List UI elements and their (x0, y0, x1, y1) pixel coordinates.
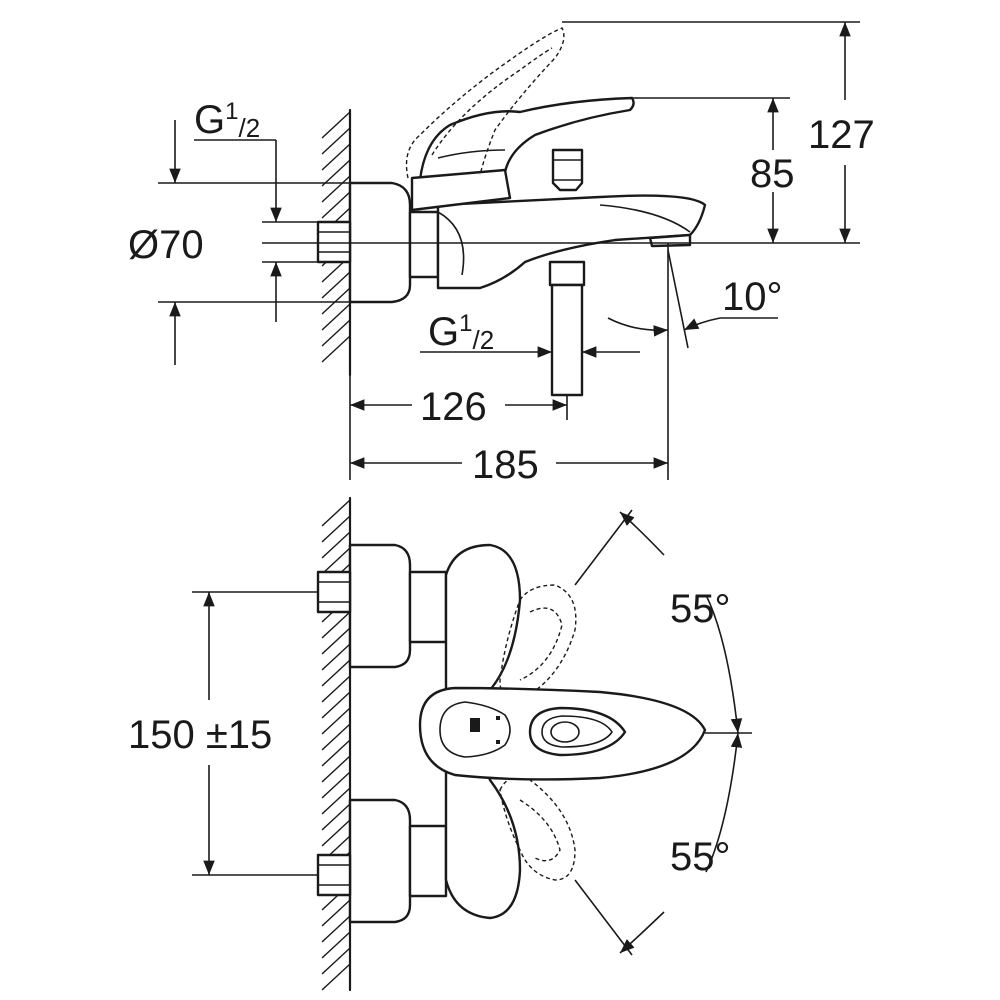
diameter-label: Ø70 (128, 223, 204, 267)
hatch-line (321, 739, 351, 767)
hatch-line (321, 675, 351, 703)
hatch-line (321, 707, 351, 735)
hatch-line (321, 803, 351, 831)
hatch-line (321, 899, 351, 927)
thread-bottom-label: G1/2 (428, 310, 494, 355)
height-spout-label: 85 (750, 152, 795, 196)
hatch-line (321, 531, 351, 559)
angle-label: 10° (722, 275, 783, 319)
hatch-line (321, 755, 351, 783)
hatch-line (321, 303, 351, 331)
lower-flange (348, 798, 412, 924)
angle-down-label: 55° (670, 835, 731, 879)
top-view: 150 ±15 55° 55° (128, 496, 752, 992)
aerator (648, 233, 692, 248)
hatch-line (321, 515, 351, 543)
lower-neck (408, 824, 448, 898)
inlet-nut (316, 220, 352, 264)
width-total-label: 185 (472, 443, 539, 487)
hatch-line (321, 643, 351, 671)
lower-inlet-nut (316, 853, 352, 897)
lever-base (410, 168, 512, 212)
hatch-line (321, 947, 351, 975)
hatch-line (321, 159, 351, 187)
hatch-line (321, 127, 351, 155)
lever-grip (528, 706, 627, 757)
hatch-line (321, 691, 351, 719)
hatch-line (321, 787, 351, 815)
hatch-line (321, 175, 351, 203)
diverter-knob (551, 148, 584, 192)
upper-neck (408, 570, 448, 644)
lever-ghost-lower (499, 776, 576, 881)
width-outlet-label: 126 (420, 385, 487, 429)
hatch-line (321, 335, 351, 363)
height-total-label: 127 (808, 113, 875, 157)
angle-up-label: 55° (670, 587, 731, 631)
hatch-line (321, 319, 351, 347)
lever-handle (418, 96, 635, 182)
hatch-line (321, 287, 351, 315)
hatch-line (321, 723, 351, 751)
hatch-line (321, 915, 351, 943)
body-neck (408, 210, 440, 279)
hatch-line (321, 659, 351, 687)
hatch-line (321, 931, 351, 959)
hatch-line (321, 819, 351, 847)
hatch-line (321, 771, 351, 799)
hatch-line (321, 143, 351, 171)
thread-top-label: G1/2 (194, 98, 260, 143)
centers-label: 150 ±15 (128, 713, 272, 757)
hatch-line (321, 111, 351, 139)
shower-outlet-pipe (550, 283, 584, 397)
hatch-line (321, 271, 351, 299)
upper-inlet-nut (316, 570, 352, 614)
hatch-line (321, 499, 351, 527)
hatch-line (321, 191, 351, 219)
shower-outlet (548, 260, 586, 287)
hatch-line (321, 547, 351, 575)
lever-ghost-raised (405, 27, 565, 179)
hatch-line (321, 627, 351, 655)
lever-ghost-upper (499, 584, 577, 702)
upper-flange (348, 543, 412, 669)
hatch-line (321, 963, 351, 991)
side-view: G1/2 Ø70 G1/2 10° 127 85 126 (128, 21, 875, 487)
hatch-line (321, 611, 351, 639)
